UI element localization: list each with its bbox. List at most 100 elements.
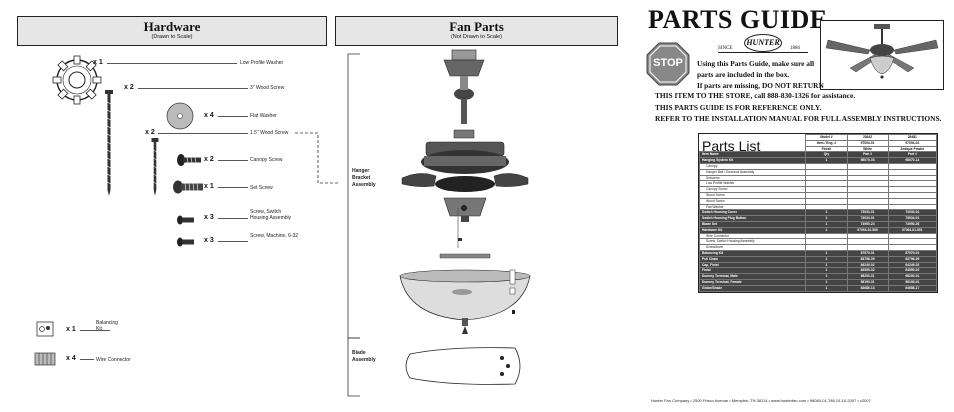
fan-parts-drawings	[347, 49, 531, 397]
table-cell	[887, 232, 938, 240]
table-cell: 97094-01-501	[887, 226, 938, 234]
leader-line	[218, 116, 248, 117]
qty-set-screw: x 1	[204, 183, 214, 190]
table-cell	[887, 186, 938, 193]
leader-line	[80, 330, 110, 331]
label-wood-screw-3in: 3" Wood Screw	[250, 85, 285, 91]
canopy-icon	[443, 49, 485, 77]
label-wire-connector: Wire Connector	[96, 357, 131, 363]
table-row: Low Profile Washer	[698, 180, 938, 188]
machine-screw-icon	[177, 237, 194, 247]
table-cell: Hanging System Kit	[698, 157, 807, 164]
wood-screw-1.5in-icon	[151, 138, 159, 196]
table-cell: Setscrew	[698, 174, 807, 182]
label-hanger-bracket-assembly: Hanger Bracket Assembly	[352, 168, 376, 188]
instruction-line-1: Using this Parts Guide, make sure all	[697, 59, 815, 68]
table-cell	[887, 163, 938, 170]
table-cell: 73033-01	[887, 209, 938, 217]
table-cell: Switch Housing Plug Button	[698, 215, 807, 222]
flat-washer-icon	[166, 102, 194, 130]
qty-wire-connector: x 4	[66, 355, 76, 362]
table-cell: Low Profile Washer	[698, 180, 807, 188]
canopy-screw-icon	[177, 154, 201, 166]
table-cell: Hanger Ball / Downrod Assembly	[698, 168, 807, 176]
blade-icon	[405, 347, 521, 385]
since-year: 1886	[790, 46, 800, 51]
table-cell: 87570-01	[887, 249, 938, 257]
table-cell: Screw, Switch Housing Assembly	[698, 238, 807, 246]
set-screw-icon	[173, 180, 203, 194]
low-profile-washer-icon	[52, 55, 102, 105]
qty-wood-screw-1.5in: x 2	[145, 129, 155, 136]
table-row: Wood Screw	[698, 197, 938, 205]
label-switch-housing-screw: Screw, Switch Housing Assembly	[250, 209, 292, 221]
table-row: Screwdriver	[698, 244, 938, 251]
table-cell: Hardware Kit	[698, 226, 807, 234]
table-cell: Globe/Shade	[698, 284, 807, 292]
column-header-cell: Item Name	[698, 151, 807, 159]
table-cell: Switch Housing Cover	[698, 209, 807, 217]
leader-line	[107, 63, 237, 64]
hardware-subtitle: (Drawn to Scale)	[151, 34, 193, 40]
instruction-line-3: If parts are missing, DO NOT RETURN	[697, 81, 824, 90]
leader-line	[218, 187, 248, 188]
hardware-drawings	[52, 55, 203, 247]
table-cell: Flat Washer	[698, 203, 807, 211]
label-balancing-kit: Balancing Kit	[96, 320, 118, 332]
leader-line	[218, 160, 248, 161]
column-header-cell: Part #	[887, 151, 938, 159]
footer: Hunter Fan Company • 2500 Frisco Avenue …	[651, 398, 871, 403]
qty-low-profile-washer: x 1	[93, 59, 103, 66]
table-cell	[887, 203, 938, 211]
table-cell: Wood Screw	[698, 191, 807, 199]
table-row: Screw, Switch Housing Assembly	[698, 238, 938, 246]
qty-wood-screw-3in: x 2	[124, 84, 134, 91]
leader-line	[218, 241, 248, 242]
parts-list-header-cell: 28481	[887, 134, 938, 141]
wire-connector-icon	[34, 352, 56, 366]
table-row: Setscrew	[698, 174, 938, 182]
since-label: SINCE	[718, 46, 733, 51]
table-cell: 84686-17	[887, 284, 938, 292]
qty-canopy-screw: x 2	[204, 156, 214, 163]
fan-illustration-icon	[820, 20, 944, 90]
table-cell: 98070-14	[887, 157, 938, 164]
leader-line	[80, 359, 94, 360]
label-low-profile-washer: Low Profile Washer	[240, 60, 284, 66]
qty-machine-screw: x 3	[204, 237, 214, 244]
table-cell	[887, 180, 938, 188]
switch-housing-screw-icon	[177, 215, 194, 225]
label-set-screw: Set Screw	[250, 185, 273, 191]
table-cell: 84686-13	[846, 284, 889, 292]
fan-parts-subtitle: (Not Drawn to Scale)	[450, 34, 503, 40]
hardware-title: Hardware	[143, 19, 201, 34]
table-row: Wire Connector	[698, 232, 938, 240]
label-machine-screw: Screw, Machine, 6-32	[250, 233, 299, 239]
leader-line	[158, 133, 248, 134]
qty-switch-housing-screw: x 3	[204, 214, 214, 221]
table-row: Flat Washer	[698, 203, 938, 211]
wood-screw-3in-icon	[105, 90, 113, 196]
note-reference: THIS PARTS GUIDE IS FOR REFERENCE ONLY.	[655, 103, 822, 112]
parts-list-header-cell: Antique Pewter	[887, 145, 938, 153]
qty-flat-washer: x 4	[204, 112, 214, 119]
balancing-kit-icon	[36, 321, 54, 337]
finial-icon	[462, 318, 468, 334]
label-blade-assembly: Blade Assembly	[352, 350, 376, 363]
parts-list-header-cell: 97094-02	[887, 139, 938, 147]
globe-shade-icon	[399, 253, 531, 321]
table-cell	[887, 174, 938, 182]
table-row: Canopy Screw	[698, 186, 938, 193]
note-call: THIS ITEM TO THE STORE, call 888-830-132…	[655, 91, 856, 100]
